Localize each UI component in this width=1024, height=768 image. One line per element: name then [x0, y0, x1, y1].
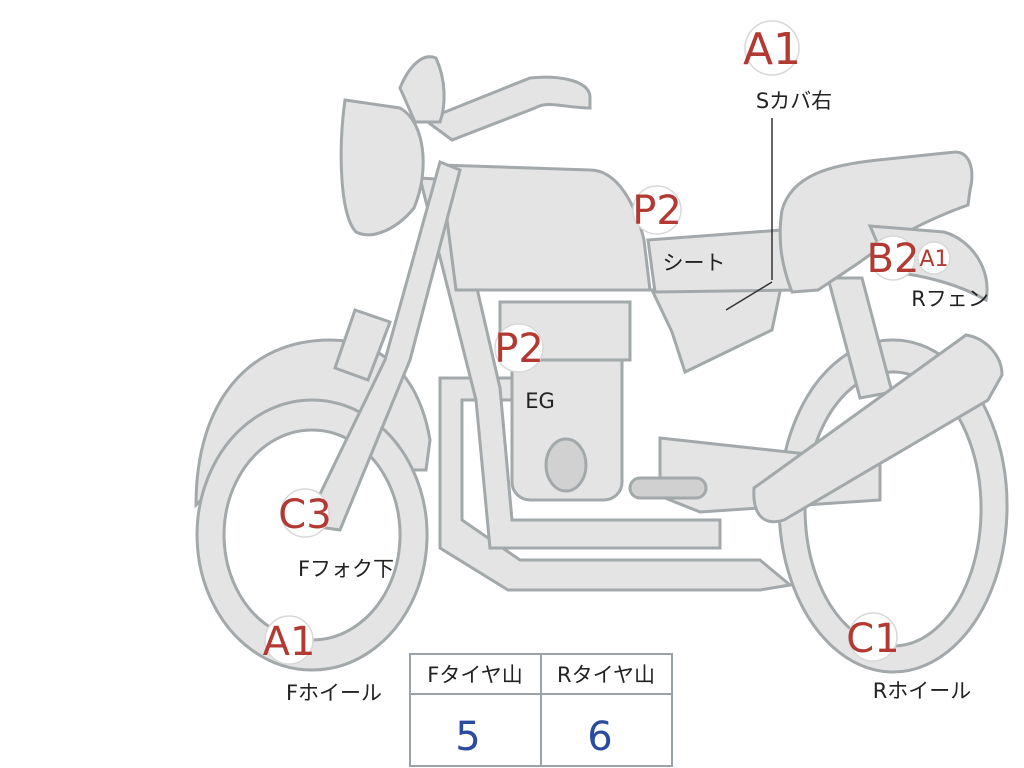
front-fork-lower-marker: C3 Fフォク下 [278, 488, 394, 581]
rear-fender-label: Rフェン [911, 287, 989, 311]
engine-grade: P2 [494, 326, 544, 372]
fork-upper [333, 308, 392, 382]
rear-wheel [777, 338, 1009, 674]
side-cover [649, 280, 784, 375]
rear-wheel-label: Rホイール [873, 679, 972, 703]
rear-tire-value: 6 [587, 714, 612, 760]
rear-shock [752, 333, 1004, 524]
rear-seat [778, 150, 974, 294]
seat-marker: P2 シート [632, 185, 726, 275]
seat-grade: P2 [632, 188, 682, 234]
front-wheel-marker: A1 Fホイール [263, 615, 382, 705]
rear-tire-header: Rタイヤ山 [557, 663, 655, 687]
rear-fender-marker: B2 A1 Rフェン [867, 235, 989, 311]
side-cover-right-grade: A1 [743, 24, 801, 75]
front-fork-lower-label: Fフォク下 [298, 557, 394, 581]
side-cover-right-label: Sカバ右 [756, 89, 832, 113]
rear-fender-sub-grade: A1 [919, 247, 948, 272]
front-wheel-grade: A1 [263, 619, 316, 665]
handlebar [421, 75, 592, 142]
side-cover-leader-line [725, 118, 773, 311]
tire-tread-table: Fタイヤ山 Rタイヤ山 5 6 [409, 653, 673, 767]
fuel-tank [438, 163, 652, 292]
headlight [339, 98, 425, 237]
side-cover-right-marker: A1 Sカバ右 [743, 20, 832, 113]
front-fork-lower-grade: C3 [278, 492, 331, 538]
seat-label: シート [663, 251, 726, 275]
front-tire-value: 5 [455, 714, 480, 760]
footpeg [628, 476, 708, 500]
rear-wheel-marker: C1 Rホイール [846, 612, 972, 703]
engine-label: EG [525, 389, 555, 413]
front-wheel-label: Fホイール [286, 681, 382, 705]
rear-fender-grade: B2 [867, 236, 920, 282]
handlebar-grip [398, 55, 446, 124]
engine-cover [544, 437, 588, 493]
front-tire-header: Fタイヤ山 [427, 663, 522, 687]
motorcycle-illustration [194, 55, 1009, 674]
rear-wheel-grade: C1 [846, 616, 899, 662]
front-wheel [195, 398, 429, 672]
engine-marker: P2 EG [494, 323, 555, 413]
